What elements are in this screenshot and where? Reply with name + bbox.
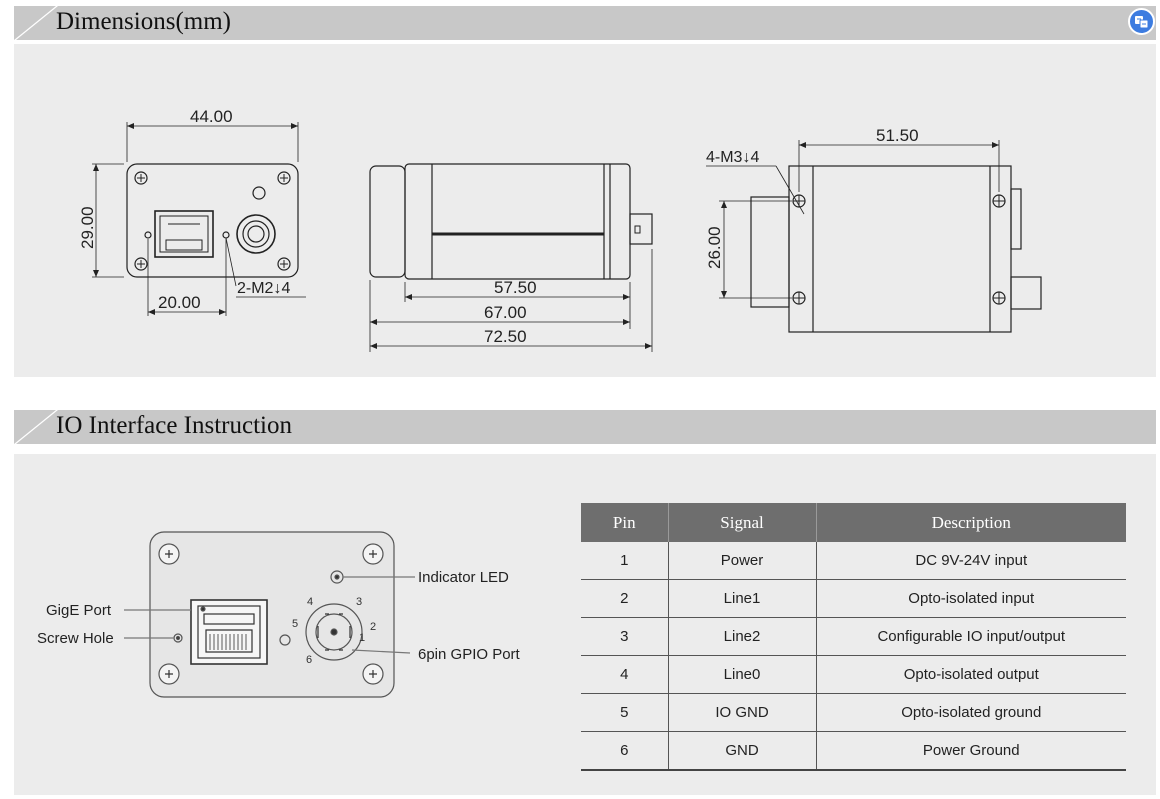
column-header-description: Description (815, 503, 1126, 542)
indicator-led-label: Indicator LED (418, 569, 509, 586)
dimensions-drawing: 44.00 29.00 20.00 2-M2↓4 (78, 107, 1042, 352)
description-cell: DC 9V-24V input (815, 542, 1126, 580)
front-width-label: 44.00 (190, 107, 233, 126)
pin-cell: 5 (581, 693, 668, 732)
description-cell: Opto-isolated ground (815, 693, 1126, 732)
side-view (369, 163, 653, 352)
side-inner-label: 57.50 (494, 278, 537, 297)
front-view (92, 122, 306, 316)
section-header-io: IO Interface Instruction (14, 410, 1156, 444)
pin-cell: 2 (581, 579, 668, 618)
dimensions-panel: 44.00 29.00 20.00 2-M2↓4 (14, 44, 1156, 377)
table-header-row: Pin Signal Description (581, 503, 1126, 542)
table-row: 3 Line2 Configurable IO input/output (581, 617, 1126, 656)
pin-number-6: 6 (306, 654, 312, 666)
section-title: IO Interface Instruction (56, 412, 292, 439)
signal-cell: Line1 (667, 579, 816, 618)
pin-cell: 1 (581, 542, 668, 580)
pin-number-1: 1 (359, 632, 365, 644)
signal-cell: GND (667, 731, 816, 771)
pin-number-3: 3 (356, 596, 362, 608)
camera-back-face (124, 531, 415, 698)
gige-port-label: GigE Port (46, 602, 112, 619)
header-slash-decoration (14, 410, 58, 444)
table-row: 4 Line0 Opto-isolated output (581, 655, 1126, 694)
description-cell: Opto-isolated input (815, 579, 1126, 618)
translate-icon[interactable] (1128, 8, 1155, 35)
front-offset-label: 20.00 (158, 293, 201, 312)
pin-cell: 6 (581, 731, 668, 771)
description-cell: Configurable IO input/output (815, 617, 1126, 656)
signal-cell: Line0 (667, 655, 816, 694)
back-view (706, 140, 1042, 333)
side-mid-label: 67.00 (484, 303, 527, 322)
table-row: 6 GND Power Ground (581, 731, 1126, 771)
front-screw-note: 2-M2↓4 (237, 280, 290, 297)
pin-number-2: 2 (370, 621, 376, 633)
table-row: 1 Power DC 9V-24V input (581, 542, 1126, 580)
signal-cell: IO GND (667, 693, 816, 732)
column-header-signal: Signal (667, 503, 816, 542)
pin-number-4: 4 (307, 596, 313, 608)
table-row: 2 Line1 Opto-isolated input (581, 579, 1126, 618)
signal-cell: Power (667, 542, 816, 580)
gpio-port-label: 6pin GPIO Port (418, 646, 521, 663)
signal-cell: Line2 (667, 617, 816, 656)
table-row: 5 IO GND Opto-isolated ground (581, 693, 1126, 732)
section-header-dimensions: Dimensions(mm) (14, 6, 1156, 40)
back-width-label: 51.50 (876, 126, 919, 145)
header-slash-decoration (14, 6, 58, 40)
screw-hole-label: Screw Hole (37, 630, 114, 647)
pin-table: Pin Signal Description 1 Power DC 9V-24V… (581, 503, 1126, 771)
description-cell: Opto-isolated output (815, 655, 1126, 694)
pin-cell: 3 (581, 617, 668, 656)
back-height-label: 26.00 (705, 226, 724, 269)
description-cell: Power Ground (815, 731, 1126, 771)
back-screw-note: 4-M3↓4 (706, 149, 759, 166)
column-header-pin: Pin (581, 503, 668, 542)
pin-cell: 4 (581, 655, 668, 694)
section-title: Dimensions(mm) (56, 8, 231, 35)
front-height-label: 29.00 (78, 206, 97, 249)
pin-number-5: 5 (292, 618, 298, 630)
side-total-label: 72.50 (484, 327, 527, 346)
